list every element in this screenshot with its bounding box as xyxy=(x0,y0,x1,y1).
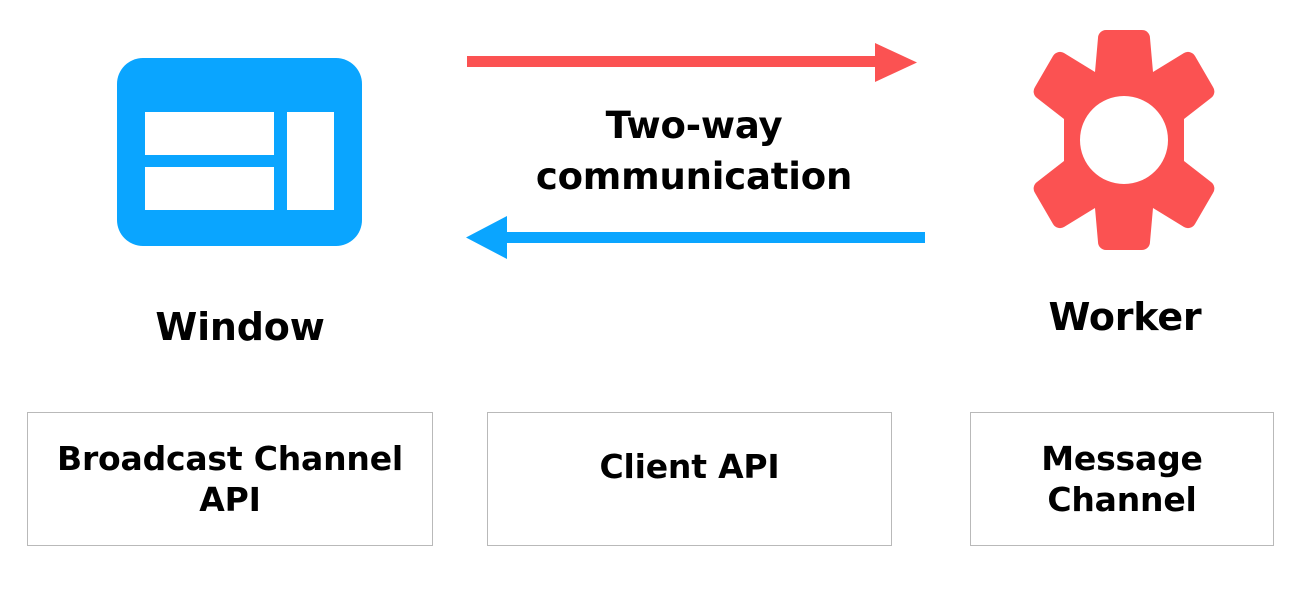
api-box-message-channel: Message Channel xyxy=(970,412,1274,546)
node-label-window: Window xyxy=(155,305,325,349)
backward-arrow-blue xyxy=(466,216,925,259)
node-label-worker: Worker xyxy=(1048,295,1202,339)
caption-line-1: Two-way xyxy=(605,104,783,147)
api-box-broadcast-channel: Broadcast Channel API xyxy=(27,412,433,546)
forward-arrow-red xyxy=(467,43,917,82)
window-icon xyxy=(117,58,362,246)
api-box-client-api: Client API xyxy=(487,412,892,546)
api-box-label: Client API xyxy=(599,447,780,486)
connector-caption: Two-way communication xyxy=(496,100,892,202)
api-box-label: Message Channel xyxy=(1041,438,1203,519)
caption-line-2: communication xyxy=(535,155,853,199)
gear-icon xyxy=(1033,30,1215,250)
api-box-label: Broadcast Channel API xyxy=(57,438,403,519)
